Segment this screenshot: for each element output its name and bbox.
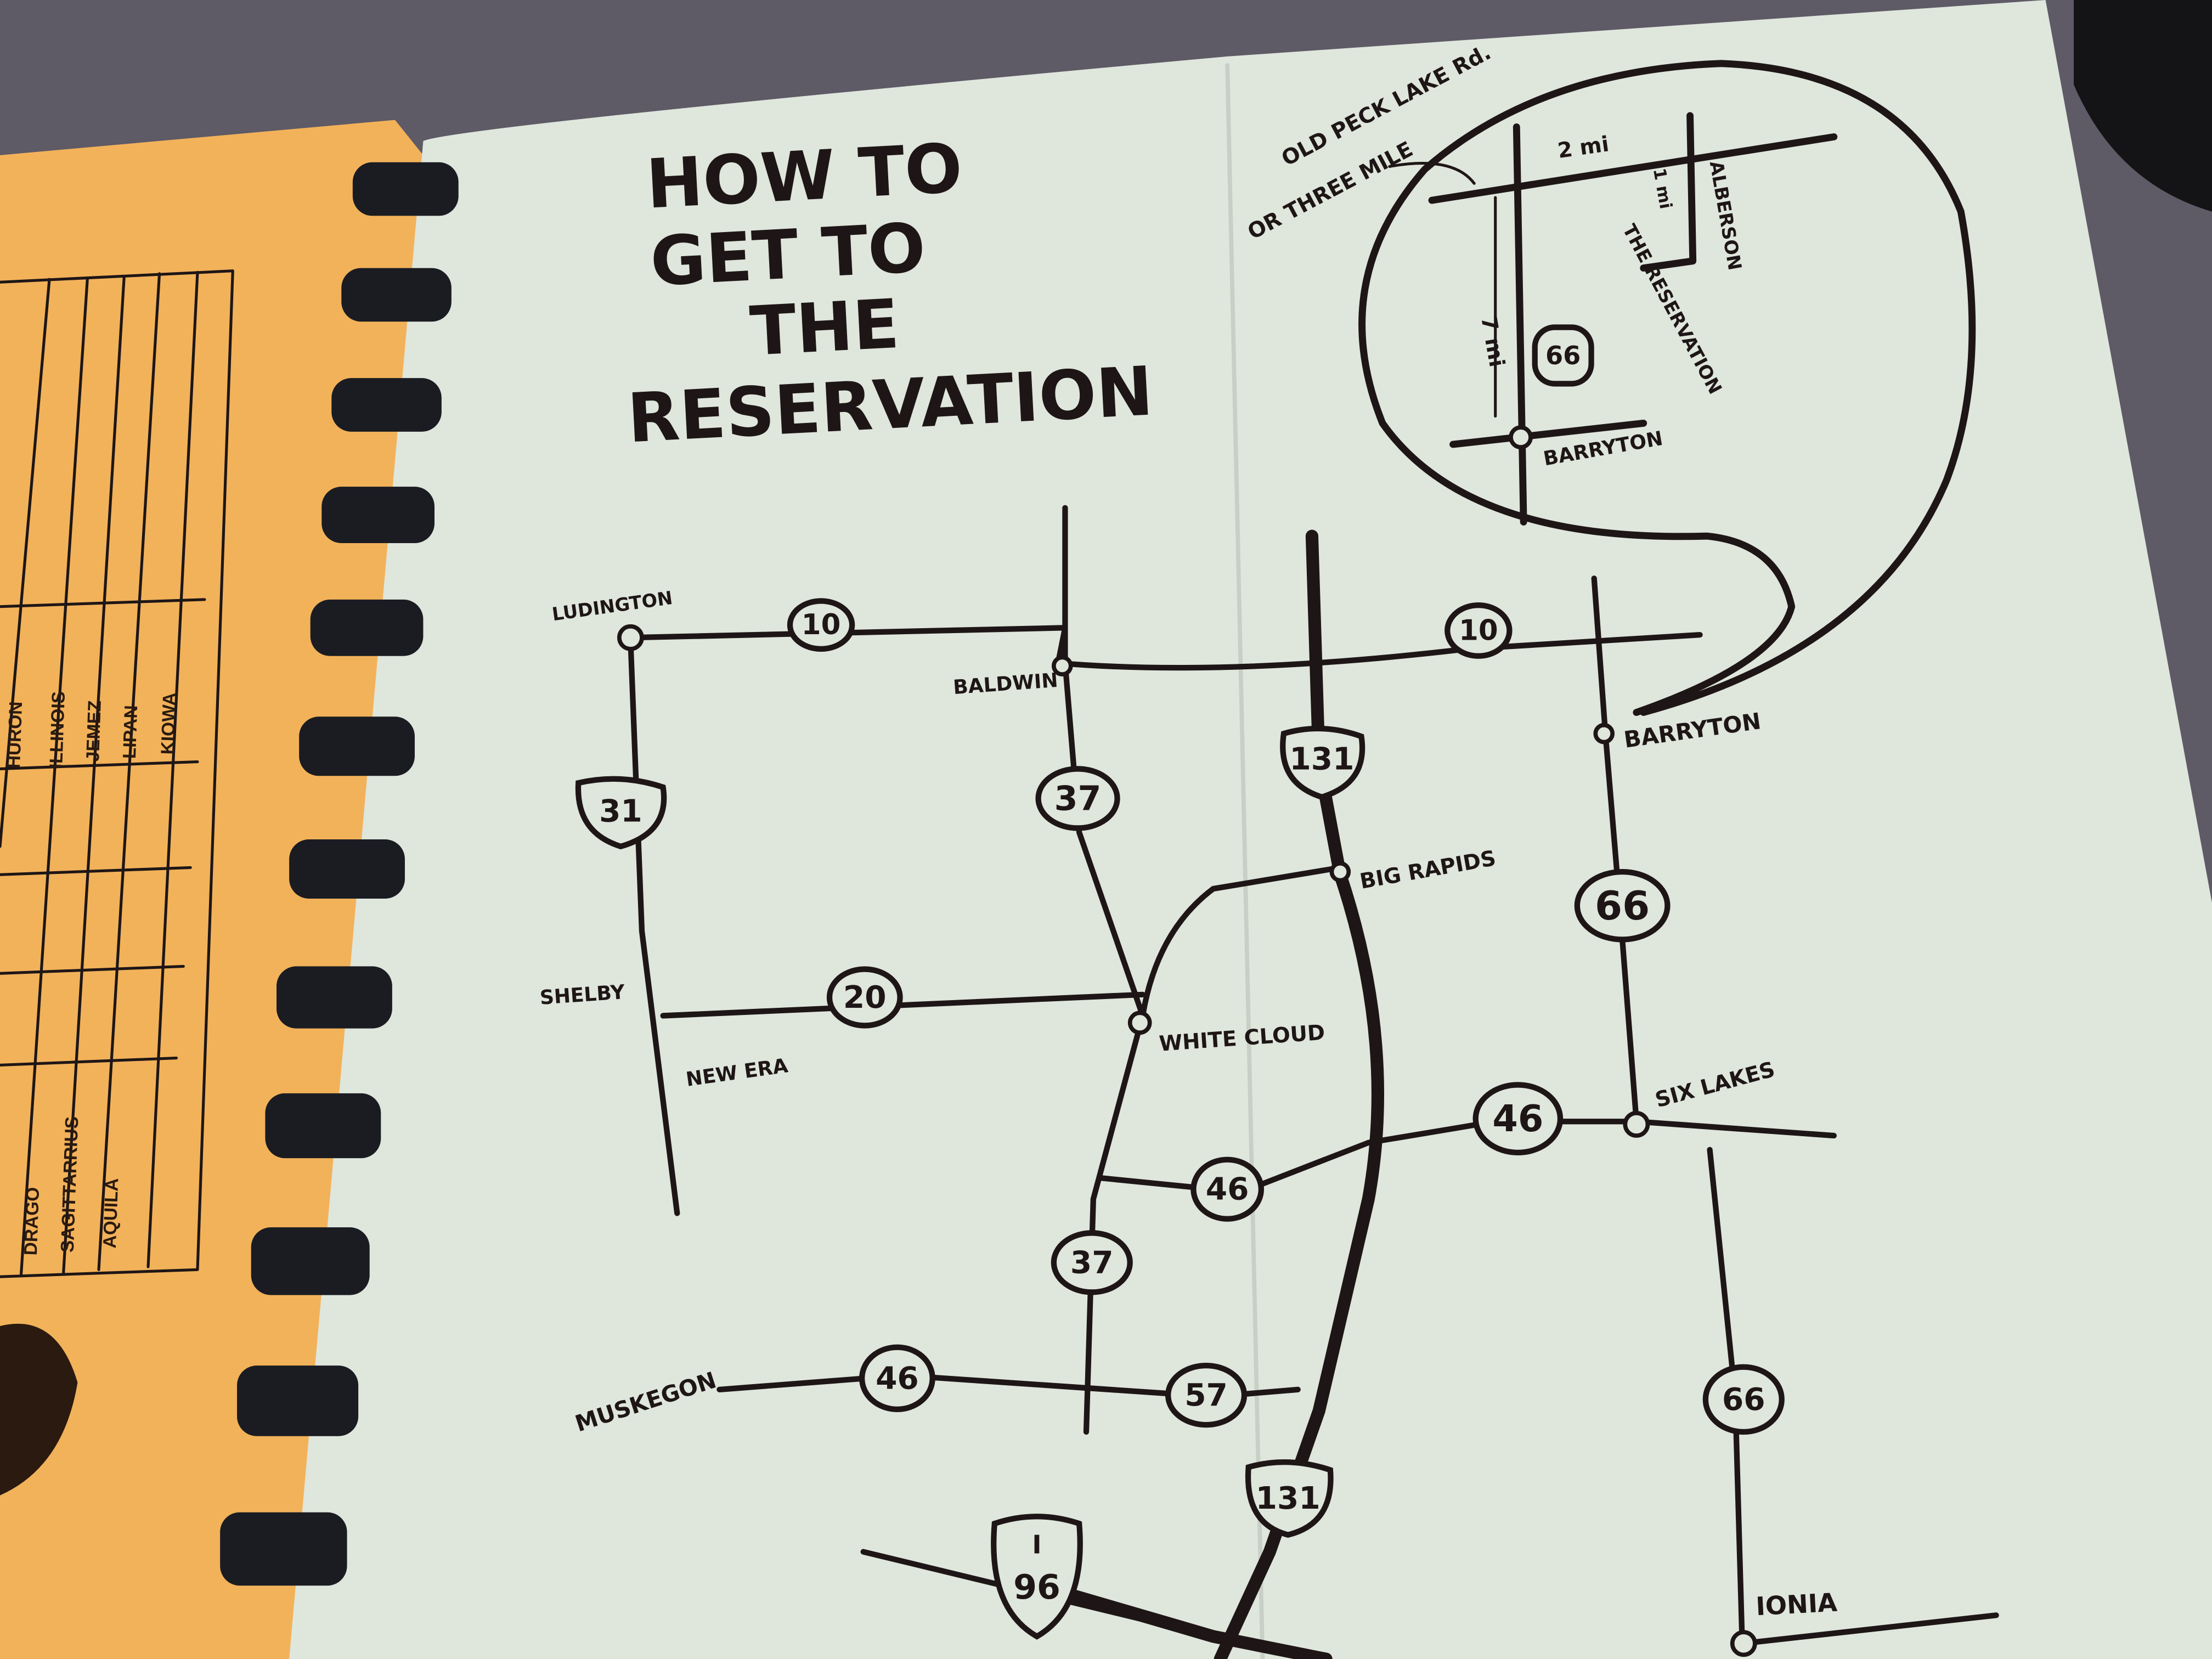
town-marker [1593, 723, 1615, 744]
highway-i96 [1037, 1581, 1333, 1659]
town-marker [1052, 655, 1073, 676]
route-number: 10 [1459, 614, 1498, 647]
town-marker [1730, 1630, 1757, 1657]
table-cell: DRAGO [21, 1187, 43, 1256]
route-number: 37 [1070, 1244, 1114, 1280]
route-number: 57 [1184, 1377, 1228, 1413]
route-shield [1444, 602, 1513, 659]
dark-object [2074, 0, 2212, 212]
route-shield [787, 598, 855, 652]
route-shield [826, 966, 903, 1029]
title-line: THE [748, 285, 901, 371]
schedule-table [0, 269, 234, 1278]
interstate-shield [575, 776, 667, 850]
table-cell: LIPAN [120, 705, 142, 759]
table-cell: SAGITTARRIUS [58, 1116, 83, 1252]
map-page [289, 0, 2212, 1659]
town-marker [617, 624, 644, 651]
table-cell: HURON [4, 701, 26, 769]
route-shield [1532, 324, 1594, 387]
interstate-shield [991, 1514, 1083, 1640]
town-marker [1509, 425, 1533, 450]
route-shield [1051, 1230, 1133, 1295]
route-number: 66 [1722, 1381, 1765, 1418]
route-number: 66 [1595, 883, 1650, 929]
route-shield [1165, 1363, 1248, 1428]
route-shield [1190, 1156, 1264, 1222]
route-number: 96 [1013, 1567, 1060, 1607]
route-number: 46 [876, 1360, 919, 1396]
route-number: 66 [1545, 341, 1581, 370]
highway-131 [1214, 529, 1384, 1659]
table-cell: ILLINOIS [46, 691, 69, 769]
cover-illustration [0, 1323, 78, 1496]
town-label: IONIA [1755, 1588, 1838, 1622]
spiral-binding [220, 162, 459, 1586]
interstate-shield [1245, 1459, 1334, 1538]
table-cell: KIOWA [157, 692, 180, 755]
title-line: GET TO [648, 208, 928, 302]
route-number: I [1032, 1530, 1041, 1560]
interstate-shield [1280, 725, 1365, 800]
route-number: 10 [802, 608, 841, 641]
route-shield [1574, 869, 1671, 943]
route-number: 46 [1492, 1097, 1543, 1140]
route-shield [1035, 766, 1120, 831]
town-marker [1127, 1011, 1152, 1035]
route-number: 46 [1206, 1171, 1249, 1207]
route-number: 131 [1256, 1480, 1321, 1516]
table-cell: JEMEZ [83, 700, 105, 762]
route-shield [1472, 1082, 1564, 1155]
route-number: 20 [843, 979, 887, 1015]
route-shield [1702, 1364, 1785, 1435]
route-number: 37 [1054, 778, 1102, 818]
town-marker [1623, 1111, 1650, 1138]
title-line: HOW TO [644, 129, 964, 224]
route-number: 131 [1289, 741, 1354, 777]
route-shield [859, 1344, 935, 1413]
table-cell: AQUILA [100, 1178, 122, 1249]
page-fold [1225, 63, 1265, 1659]
route-number: 31 [599, 793, 642, 830]
town-marker [1329, 861, 1351, 883]
